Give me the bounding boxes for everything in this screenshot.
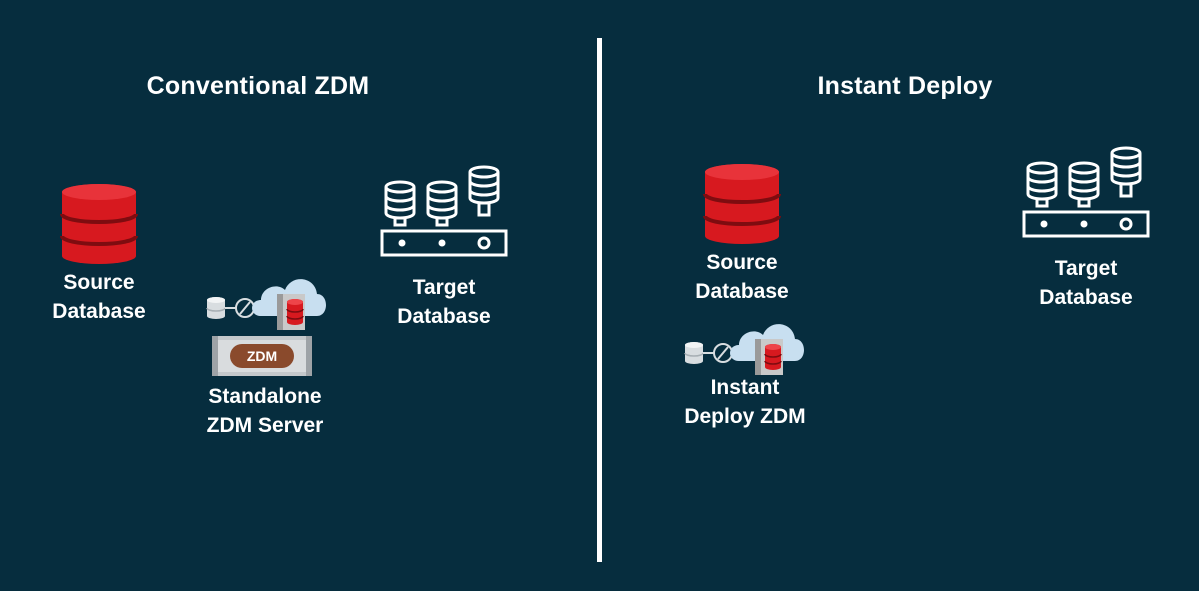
target-database-label: Target Database [397, 276, 491, 328]
zdm-badge-text: ZDM [246, 348, 278, 364]
cloud-migration-icon [206, 279, 326, 330]
instant-target-database-icon [1022, 146, 1150, 238]
source-database-label: Source Database [52, 271, 146, 323]
target-database-icon [380, 165, 508, 257]
zdm-server-appliance-icon [212, 336, 312, 376]
section-divider [597, 38, 602, 562]
standalone-zdm-server-label: Standalone ZDM Server [206, 385, 324, 437]
conventional-zdm-heading: Conventional ZDM [146, 72, 370, 100]
instant-target-database-label: Target Database [1039, 257, 1133, 309]
source-database-icon [60, 184, 138, 264]
instant-source-database-icon [703, 164, 781, 244]
instant-deploy-zdm-label: Instant Deploy ZDM [684, 376, 806, 428]
instant-cloud-migration-icon [684, 324, 804, 375]
instant-source-database-label: Source Database [695, 251, 789, 303]
instant-deploy-heading: Instant Deploy [817, 72, 993, 100]
